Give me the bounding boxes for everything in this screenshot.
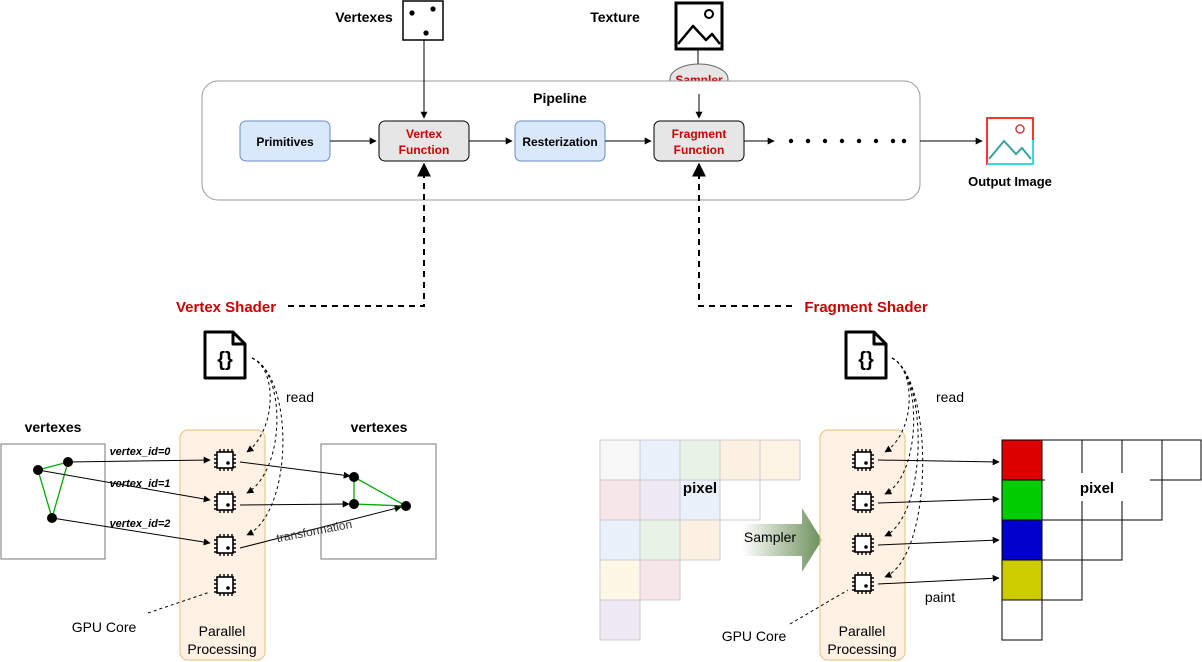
cpu-chip-icon (851, 448, 875, 472)
pixel-grid-left (599, 439, 801, 641)
cpu-chip-icon (851, 490, 875, 514)
stage-resterization: Resterization (514, 120, 606, 162)
transformation-arrows (239, 461, 402, 549)
sampler-arrow-label: Sampler (744, 529, 796, 545)
vertex-read-label: read (286, 389, 314, 405)
fragment-shader-link (692, 162, 792, 307)
vertex-id-2: vertex_id=2 (110, 518, 171, 530)
pipeline-ellipsis (788, 138, 907, 144)
vertexes-right-box (320, 443, 437, 560)
gpu-core-pointer-left (147, 591, 211, 614)
fragment-read-label: read (936, 389, 964, 405)
stage-primitives-label: Primitives (256, 135, 314, 149)
cpu-chip-icon (213, 490, 237, 514)
stage-resterization-label: Resterization (522, 135, 597, 149)
stage-fragment-function-label-1: Fragment (672, 127, 727, 141)
cpu-chip-icon (851, 532, 875, 556)
cpu-chip-icon (213, 533, 237, 557)
cpu-chip-icon (213, 448, 237, 472)
vertex-shader-title: Vertex Shader (176, 299, 276, 316)
vertex-id-1: vertex_id=1 (110, 478, 171, 490)
parallel-label-right-1: Parallel (839, 623, 886, 639)
vertex-id-arrows (37, 456, 211, 546)
cpu-chip-icon (851, 571, 875, 595)
stage-primitives: Primitives (239, 120, 331, 162)
vertex-triangle-right (353, 475, 407, 507)
painted-pixels (1001, 439, 1043, 601)
fragment-code-braces: {} (858, 349, 874, 371)
vertexes-left-box (0, 443, 106, 560)
gpu-core-pointer-right (789, 589, 849, 625)
vertexes-right-title: vertexes (351, 419, 408, 435)
vertex-dots-right (349, 472, 411, 511)
parallel-label-left-2: Processing (187, 641, 256, 657)
stage-fragment-function-label-2: Function (674, 143, 725, 157)
vertex-id-0: vertex_id=0 (110, 446, 172, 458)
texture-input-label: Texture (590, 9, 640, 25)
output-image-icon (986, 117, 1034, 165)
pixel-label-right-bg (1045, 473, 1150, 501)
fragment-read-links (884, 357, 924, 578)
paint-label: paint (925, 589, 955, 605)
vertex-read-links (246, 357, 284, 536)
output-image-label: Output Image (968, 174, 1052, 189)
pixel-label-right: pixel (1080, 480, 1114, 497)
stage-fragment-function: Fragment Function (653, 120, 745, 162)
stage-vertex-function-label-1: Vertex (406, 127, 442, 141)
vertexes-left-title: vertexes (25, 419, 82, 435)
cpu-chip-icon (213, 573, 237, 597)
vertexes-input-label: Vertexes (335, 9, 393, 25)
sampler-arrow (742, 508, 822, 572)
gpu-core-label-left: GPU Core (72, 619, 137, 635)
vertex-shader-link (288, 162, 431, 307)
dice-icon (402, 0, 444, 41)
pipeline-title: Pipeline (533, 90, 587, 106)
parallel-label-left-1: Parallel (199, 623, 246, 639)
pipeline-arrows (330, 40, 983, 145)
gpu-core-label-right: GPU Core (722, 628, 787, 644)
vertex-code-braces: {} (217, 349, 233, 371)
pixel-label-left: pixel (683, 480, 717, 497)
image-icon (674, 1, 724, 51)
parallel-label-right-2: Processing (827, 641, 896, 657)
stage-vertex-function-label-2: Function (399, 143, 450, 157)
stage-vertex-function: Vertex Function (378, 120, 470, 162)
fragment-shader-title: Fragment Shader (804, 299, 928, 316)
paint-arrows (877, 458, 1000, 585)
